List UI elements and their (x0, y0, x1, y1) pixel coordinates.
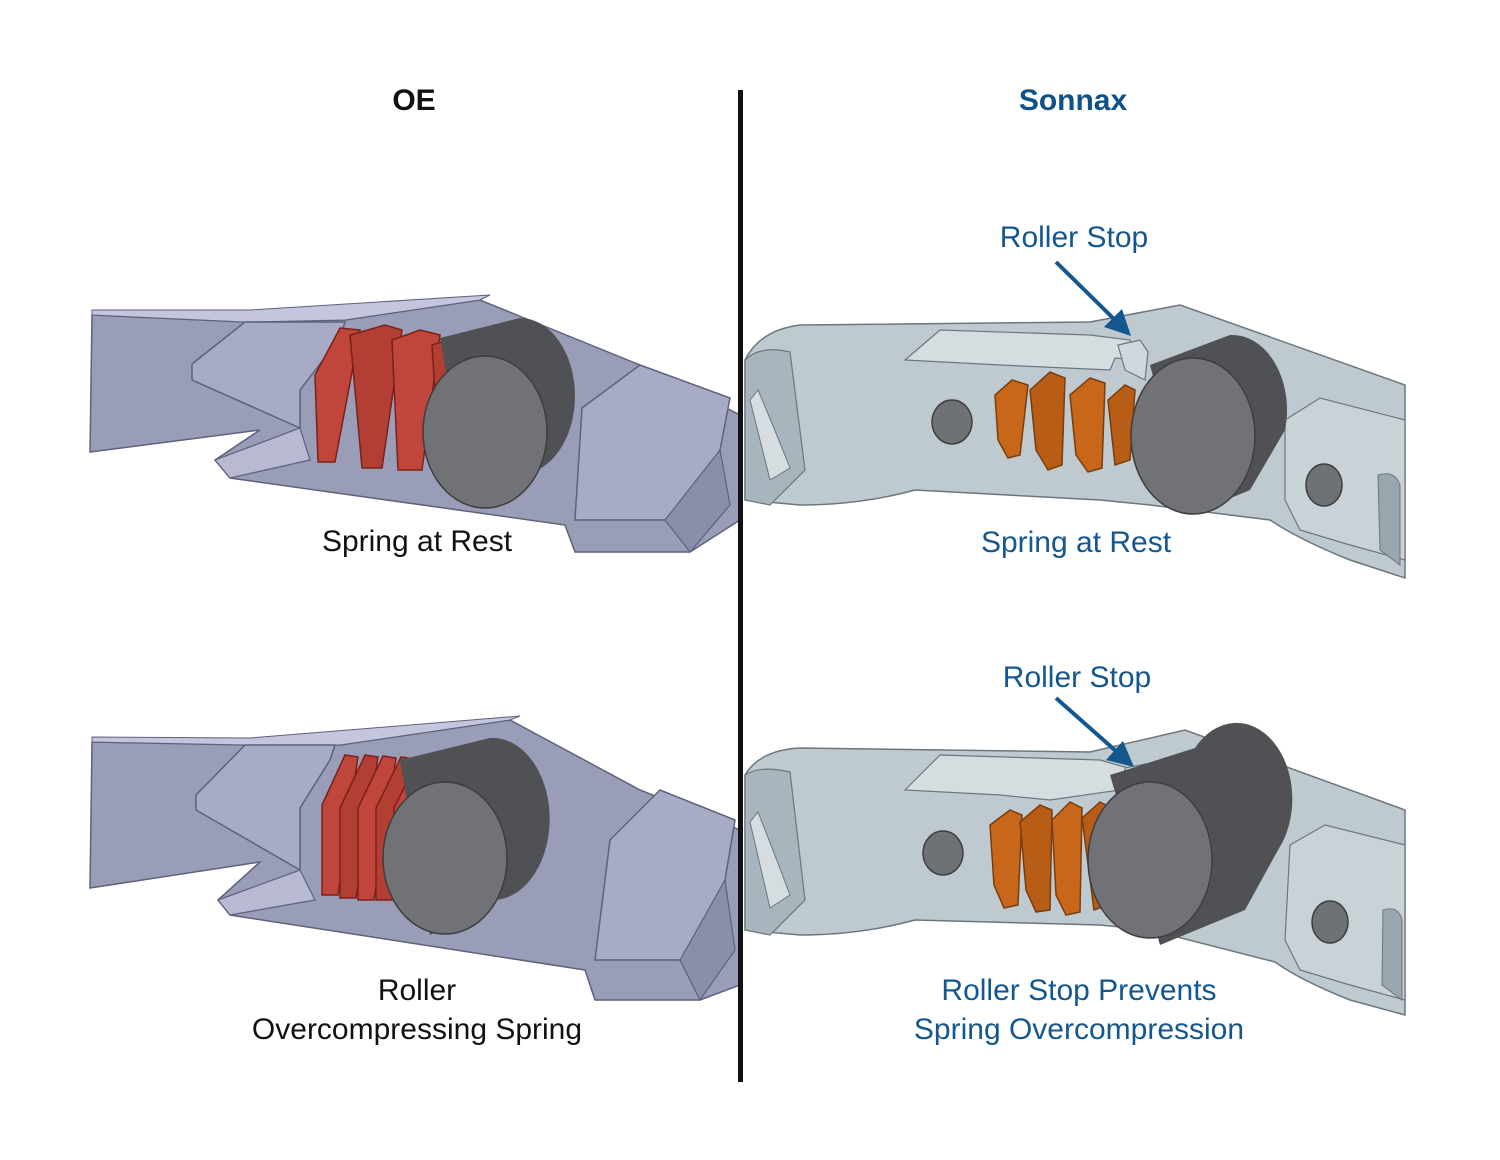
sonnax-bottom-caption-line2: Spring Overcompression (913, 1013, 1245, 1046)
oe-bottom-caption-line1: Roller (377, 974, 457, 1007)
sonnax-bottom-caption-line1: Roller Stop Prevents (941, 974, 1217, 1007)
sonnax-top-callout: Roller Stop (999, 221, 1149, 254)
sonnax-pin-hole (1311, 900, 1349, 944)
oe-roller-bottom (382, 737, 550, 935)
sonnax-roller-top (1130, 334, 1288, 515)
roller-stop-arrow-top (1054, 260, 1131, 336)
sonnax-pin-hole (922, 830, 964, 876)
roller-stop-arrow-bottom (1054, 696, 1134, 767)
oe-top-caption: Spring at Rest (321, 525, 513, 558)
oe-heading: OE (392, 84, 436, 117)
sonnax-roller-bottom (1087, 722, 1293, 945)
sonnax-spring-top (994, 371, 1136, 473)
oe-left-tab-bottom (195, 744, 337, 872)
center-divider (738, 90, 743, 1082)
oe-roller (422, 318, 575, 509)
sonnax-roller-stop-top (1117, 339, 1149, 381)
sonnax-pin-hole (1305, 463, 1343, 507)
sonnax-pin-hole (931, 399, 973, 445)
sonnax-heading: Sonnax (1018, 84, 1128, 117)
oe-bottom-caption-line2: Overcompressing Spring (251, 1013, 583, 1046)
oe-left-tab (191, 321, 347, 430)
sonnax-top-caption: Spring at Rest (980, 526, 1172, 559)
sonnax-bottom-callout: Roller Stop (1002, 661, 1152, 694)
